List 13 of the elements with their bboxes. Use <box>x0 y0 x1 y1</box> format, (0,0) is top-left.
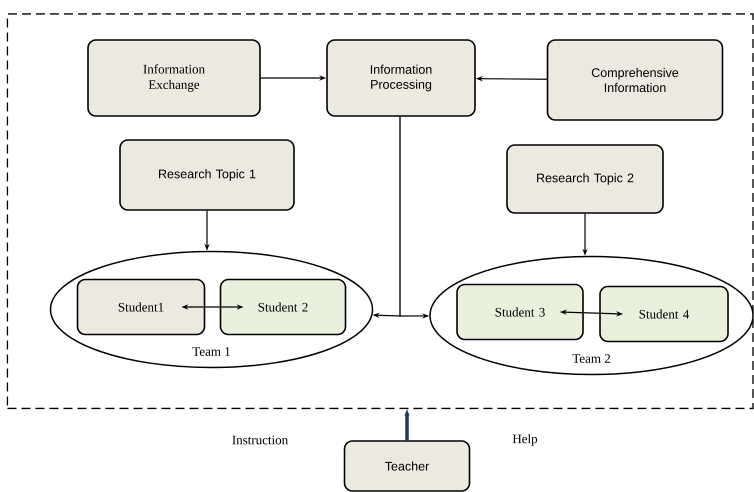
side-label: Instruction <box>232 436 288 444</box>
dashed-frame <box>6 13 754 410</box>
process-box: Teacher <box>344 440 470 492</box>
process-box: Research Topic 2 <box>506 144 664 214</box>
student-box: Student 2 <box>220 278 346 336</box>
process-box: Research Topic 1 <box>119 139 295 211</box>
side-label: Help <box>512 434 538 446</box>
student-box: Student 4 <box>599 286 729 342</box>
process-box: Information Exchange <box>87 39 261 117</box>
process-box: Information Processing <box>326 39 476 117</box>
student-box: Student 3 <box>456 284 584 340</box>
process-box: Comprehensive Information <box>546 39 724 121</box>
student-box: Student1 <box>76 278 206 336</box>
